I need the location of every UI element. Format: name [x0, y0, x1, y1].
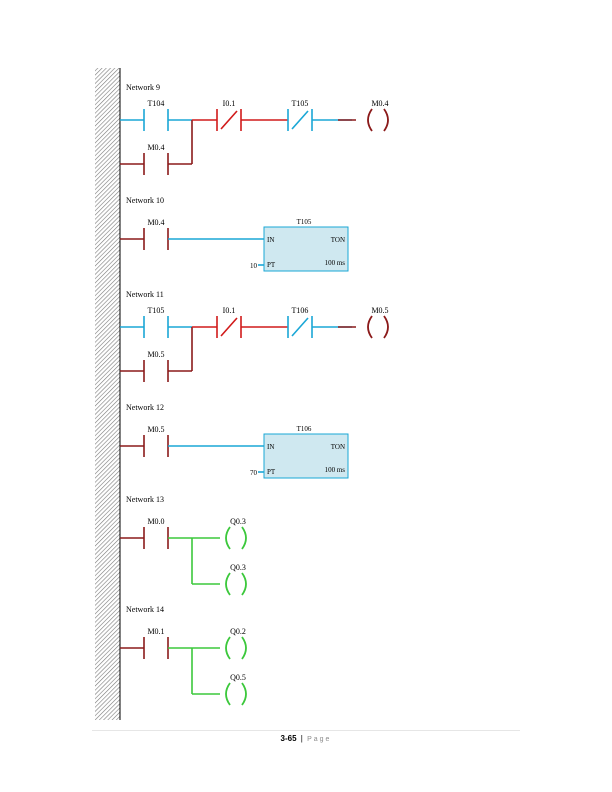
contact-slash [220, 110, 238, 130]
page-footer: 3-65 | Page [0, 734, 612, 743]
output-coil: Q0.2 [225, 627, 247, 660]
timer-name: T105 [297, 218, 312, 226]
output-coil: M0.5 [367, 306, 389, 339]
timer-pt-label: PT [267, 468, 276, 476]
coil-left-arc [367, 108, 373, 132]
coil-right-arc [383, 315, 389, 339]
nc-contact: I0.1 [216, 306, 242, 338]
contact-address: I0.1 [223, 306, 236, 315]
network-label: Network 9 [126, 83, 160, 92]
coil-address: Q0.3 [230, 563, 246, 572]
contact-address: M0.1 [147, 627, 164, 636]
coil-right-arc [383, 108, 389, 132]
coil-left-arc [225, 682, 231, 706]
timer-in-label: IN [267, 236, 274, 244]
timer-pt-label: PT [267, 261, 276, 269]
coil-left-arc [225, 526, 231, 550]
contact-address: M0.4 [147, 218, 164, 227]
network-label: Network 11 [126, 290, 164, 299]
coil-right-arc [241, 526, 247, 550]
contact-address: T104 [148, 99, 165, 108]
network-label: Network 14 [126, 605, 164, 614]
coil-address: Q0.2 [230, 627, 246, 636]
timer-pt-value: 70 [250, 469, 258, 477]
output-coil: M0.4 [367, 99, 389, 132]
coil-address: M0.4 [371, 99, 388, 108]
timer-name: T106 [297, 425, 312, 433]
no-contact: T104 [143, 99, 169, 131]
contact-slash [220, 317, 238, 337]
coil-address: Q0.3 [230, 517, 246, 526]
contact-address: T105 [148, 306, 165, 315]
network-label: Network 12 [126, 403, 164, 412]
network-label: Network 13 [126, 495, 164, 504]
footer-separator: | [300, 734, 303, 743]
contact-slash [291, 317, 309, 337]
contact-address: M0.5 [147, 425, 164, 434]
output-coil: Q0.3 [225, 517, 247, 550]
no-contact: T105 [143, 306, 169, 338]
contact-address: I0.1 [223, 99, 236, 108]
contact-address: T106 [292, 306, 309, 315]
timer-box [263, 433, 349, 479]
timer-box [263, 226, 349, 272]
coil-right-arc [241, 572, 247, 596]
no-contact: M0.1 [143, 627, 169, 659]
contact-address: M0.5 [147, 350, 164, 359]
coil-right-arc [241, 682, 247, 706]
output-coil: Q0.3 [225, 563, 247, 596]
network-6: Network 14 M0.1 Q0.2Q0.5 [120, 605, 247, 706]
contact-address: T105 [292, 99, 309, 108]
no-contact: M0.4 [143, 218, 169, 250]
page-number: 3-65 [280, 734, 297, 743]
timer-in-label: IN [267, 443, 274, 451]
output-coil: Q0.5 [225, 673, 247, 706]
coil-left-arc [225, 572, 231, 596]
nc-contact: T105 [287, 99, 313, 131]
no-contact: M0.5 [143, 350, 169, 382]
timer-base: 100 ms [325, 259, 346, 267]
no-contact: M0.0 [143, 517, 169, 549]
timer-base: 100 ms [325, 466, 346, 474]
network-label: Network 10 [126, 196, 164, 205]
power-rail-hatch [95, 68, 120, 720]
coil-left-arc [225, 636, 231, 660]
no-contact: M0.5 [143, 425, 169, 457]
timer-pt-value: 10 [250, 262, 258, 270]
contact-address: M0.4 [147, 143, 164, 152]
nc-contact: T106 [287, 306, 313, 338]
coil-left-arc [367, 315, 373, 339]
coil-right-arc [241, 636, 247, 660]
timer-type: TON [331, 236, 345, 244]
nc-contact: I0.1 [216, 99, 242, 131]
contact-slash [291, 110, 309, 130]
coil-address: Q0.5 [230, 673, 246, 682]
contact-address: M0.0 [147, 517, 164, 526]
page-word: Page [307, 736, 332, 743]
no-contact: M0.4 [143, 143, 169, 175]
timer-type: TON [331, 443, 345, 451]
footer-divider [92, 730, 520, 731]
coil-address: M0.5 [371, 306, 388, 315]
